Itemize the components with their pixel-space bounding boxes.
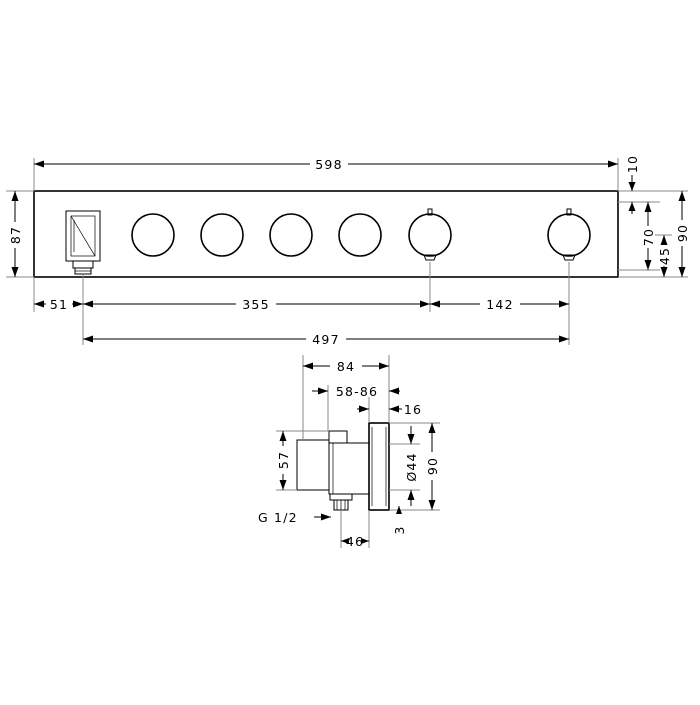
- front-view: 598 10 87 70: [6, 155, 690, 347]
- dim-side-height-label: 90: [425, 457, 440, 475]
- dim-outlet-to-knob-label: 355: [242, 297, 269, 312]
- dim-install-depth-label: 58-86: [336, 384, 378, 399]
- dim-gap: 3: [392, 506, 407, 535]
- valve-button-1: [131, 213, 175, 257]
- dim-thread-label: G 1/2: [258, 510, 298, 525]
- dim-knob-pitch: 70: [641, 202, 656, 270]
- dim-overall-width-label: 598: [315, 157, 342, 172]
- dim-total-height: 90: [675, 191, 690, 277]
- wall-outlet-holder: [65, 210, 101, 275]
- dim-knob-center-label: 45: [657, 247, 672, 265]
- dim-side-depth-label: 84: [337, 359, 355, 374]
- side-view: 84 58-86 16 57: [258, 355, 440, 549]
- dim-total-height-label: 90: [675, 224, 690, 242]
- thermostat-panel: [33, 190, 619, 278]
- dim-outlet-offset-label: 46: [346, 534, 364, 549]
- side-faceplate: [368, 422, 390, 511]
- dim-knob-to-knob: 142: [430, 297, 569, 312]
- dim-thread: G 1/2: [258, 510, 331, 525]
- dim-outlet-span-label: 497: [312, 332, 339, 347]
- dim-left-offset: 51: [34, 297, 83, 312]
- dim-knob-pitch-label: 70: [641, 228, 656, 246]
- dim-outlet-height: 57: [276, 431, 291, 490]
- dim-plate-thickness: 16: [357, 402, 422, 417]
- dim-knob-center: 45: [655, 234, 672, 277]
- valve-button-4: [338, 213, 382, 257]
- stop-knob: [408, 208, 452, 261]
- dim-install-depth: 58-86: [312, 384, 400, 399]
- dim-panel-height-label: 87: [8, 226, 23, 244]
- thermostat-knob: [547, 208, 591, 261]
- dim-knob-to-knob-label: 142: [486, 297, 513, 312]
- dim-gap-label: 3: [392, 525, 407, 534]
- dim-knob-diameter-label: Ø44: [404, 452, 419, 481]
- dim-panel-height: 87: [8, 191, 23, 277]
- side-body: [296, 430, 370, 511]
- valve-button-3: [269, 213, 313, 257]
- dim-side-depth: 84: [303, 359, 389, 374]
- dim-top-margin: 10: [625, 155, 640, 214]
- dim-knob-diameter: Ø44: [404, 426, 419, 506]
- dim-outlet-height-label: 57: [276, 451, 291, 469]
- dim-outlet-offset: 46: [341, 534, 369, 549]
- dim-outlet-span: 497: [83, 332, 569, 347]
- valve-button-2: [200, 213, 244, 257]
- dim-plate-thickness-label: 16: [404, 402, 422, 417]
- dim-overall-width: 598: [34, 157, 618, 172]
- dim-outlet-to-knob: 355: [83, 297, 430, 312]
- dim-left-offset-label: 51: [50, 297, 68, 312]
- dim-top-margin-label: 10: [625, 155, 640, 173]
- dim-side-height: 90: [425, 423, 440, 510]
